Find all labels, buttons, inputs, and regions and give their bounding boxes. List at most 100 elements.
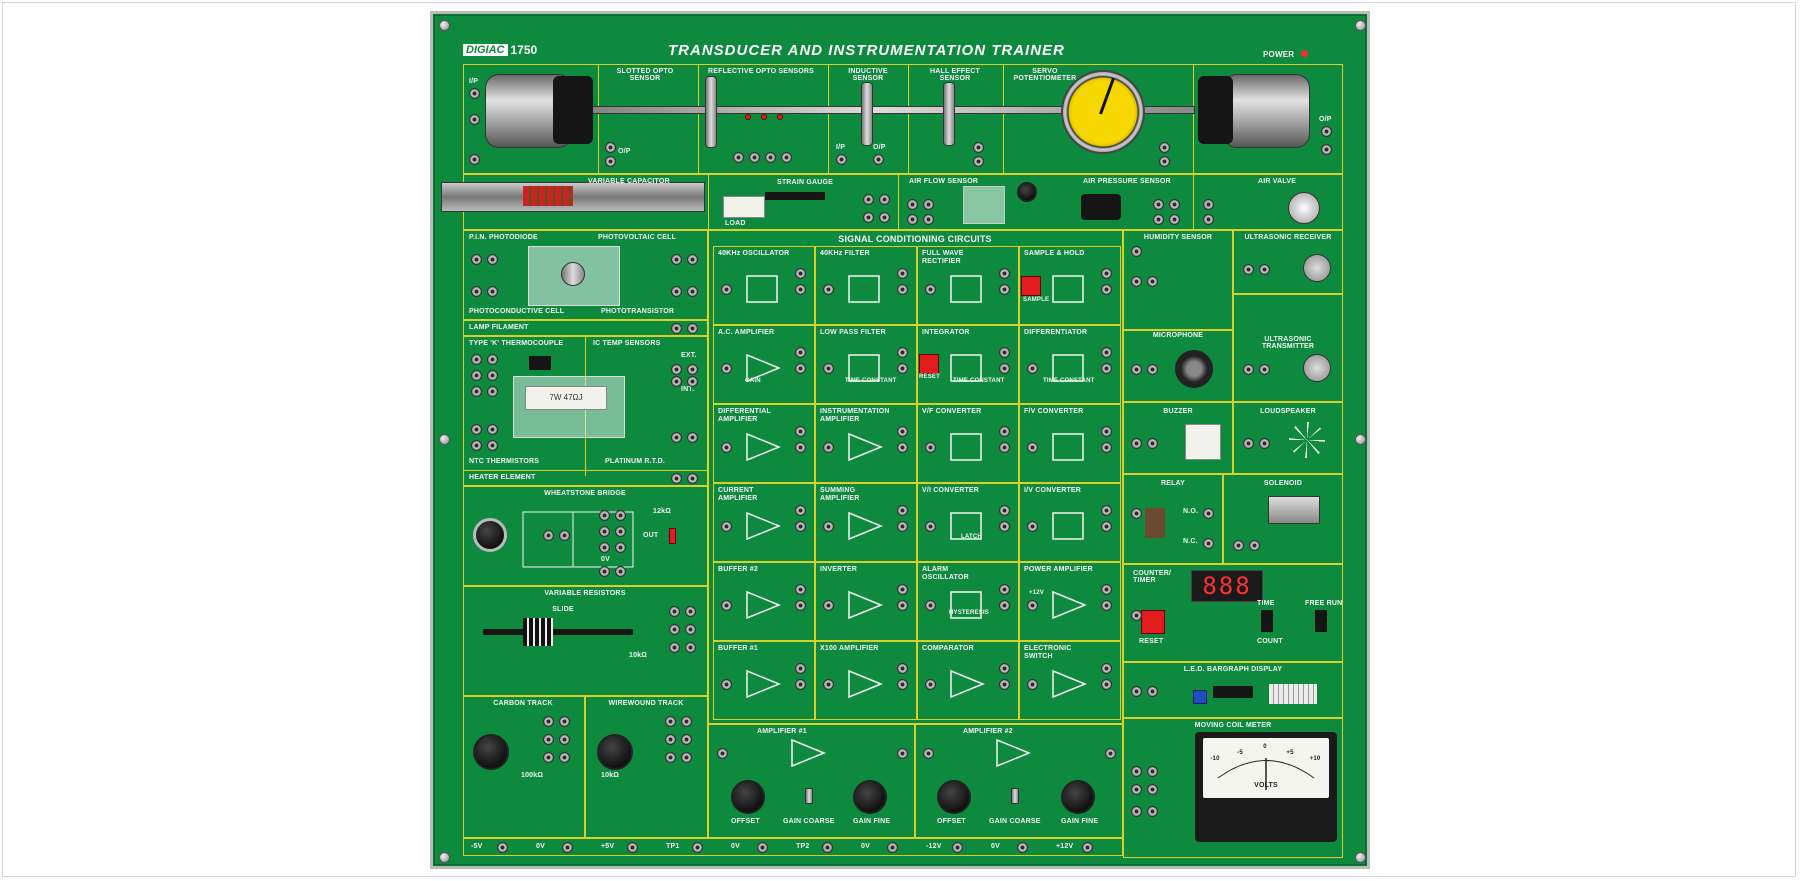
sc-module-op-socket[interactable]	[1101, 584, 1112, 595]
sc-module-ip-socket[interactable]	[1027, 521, 1038, 532]
sc-module-op-socket[interactable]	[1101, 521, 1112, 532]
tc-socket-3[interactable]	[471, 370, 482, 381]
ww-socket-2[interactable]	[681, 716, 692, 727]
photovoltaic-socket-1[interactable]	[671, 254, 682, 265]
servo-socket-2[interactable]	[1159, 156, 1170, 167]
sc-module-ip-socket[interactable]	[721, 363, 732, 374]
sc-module-ip-socket[interactable]	[1027, 679, 1038, 690]
wheatstone-pot[interactable]	[473, 518, 507, 552]
bargraph-socket-1[interactable]	[1131, 686, 1142, 697]
pressure-socket-4[interactable]	[1169, 214, 1180, 225]
relay-socket-3[interactable]	[1203, 538, 1214, 549]
sc-module-ip-socket[interactable]	[925, 521, 936, 532]
wb-socket-5[interactable]	[599, 526, 610, 537]
sc-module-op-socket[interactable]	[897, 521, 908, 532]
sc-module-op-socket[interactable]	[897, 663, 908, 674]
sc-module-op-socket[interactable]	[897, 679, 908, 690]
amp2-gain-coarse-switch[interactable]	[1011, 788, 1019, 804]
phototransistor-socket-1[interactable]	[671, 286, 682, 297]
rtd-socket-2[interactable]	[687, 432, 698, 443]
ic-ext-socket-2[interactable]	[687, 364, 698, 375]
speaker-socket-2[interactable]	[1259, 438, 1270, 449]
slide-socket-1[interactable]	[669, 606, 680, 617]
sc-module-op-socket[interactable]	[999, 442, 1010, 453]
wb-socket-8[interactable]	[615, 542, 626, 553]
wb-socket-7[interactable]	[599, 542, 610, 553]
sc-module-op-socket[interactable]	[999, 584, 1010, 595]
ww-socket-1[interactable]	[665, 716, 676, 727]
sc-module-op-socket[interactable]	[999, 505, 1010, 516]
slide-pot-slider[interactable]	[523, 618, 553, 646]
power-rail-socket[interactable]	[1082, 842, 1093, 853]
power-rail-socket[interactable]	[627, 842, 638, 853]
sc-module-op-socket[interactable]	[795, 363, 806, 374]
sc-module-op-socket[interactable]	[999, 284, 1010, 295]
sc-module-ip-socket[interactable]	[721, 442, 732, 453]
sc-module-ip-socket[interactable]	[925, 442, 936, 453]
meter-socket-1[interactable]	[1131, 766, 1142, 777]
sc-module-ip-socket[interactable]	[823, 679, 834, 690]
sc-module-ip-socket[interactable]	[721, 679, 732, 690]
sc-module-op-socket[interactable]	[795, 663, 806, 674]
slotted-socket-1[interactable]	[605, 142, 616, 153]
pressure-socket-2[interactable]	[1169, 199, 1180, 210]
servo-socket-1[interactable]	[1159, 142, 1170, 153]
photovoltaic-socket-2[interactable]	[687, 254, 698, 265]
urx-socket-1[interactable]	[1243, 264, 1254, 275]
motor-op-socket-2[interactable]	[1321, 144, 1332, 155]
buzzer-socket-1[interactable]	[1131, 438, 1142, 449]
reflective-socket-4[interactable]	[781, 152, 792, 163]
air-flow-knob[interactable]	[1017, 182, 1037, 202]
meter-socket-6[interactable]	[1147, 806, 1158, 817]
sc-module-op-socket[interactable]	[795, 584, 806, 595]
amp1-op-socket[interactable]	[897, 748, 908, 759]
relay-socket-2[interactable]	[1203, 508, 1214, 519]
sc-module-op-socket[interactable]	[1101, 679, 1112, 690]
airflow-socket-4[interactable]	[923, 214, 934, 225]
carbon-socket-4[interactable]	[559, 734, 570, 745]
sc-module-ip-socket[interactable]	[823, 521, 834, 532]
carbon-socket-3[interactable]	[543, 734, 554, 745]
relay-socket-1[interactable]	[1131, 508, 1142, 519]
strain-socket-3[interactable]	[863, 212, 874, 223]
sc-module-ip-socket[interactable]	[823, 363, 834, 374]
wb-socket-1[interactable]	[543, 530, 554, 541]
wb-ov-socket-1[interactable]	[599, 566, 610, 577]
sc-module-op-socket[interactable]	[795, 505, 806, 516]
air-valve-knob[interactable]	[1288, 192, 1320, 224]
sc-module-op-socket[interactable]	[1101, 363, 1112, 374]
meter-socket-2[interactable]	[1147, 766, 1158, 777]
sc-module-op-socket[interactable]	[1101, 426, 1112, 437]
sc-module-ip-socket[interactable]	[1027, 442, 1038, 453]
wb-socket-4[interactable]	[615, 510, 626, 521]
sc-module-op-socket[interactable]	[999, 268, 1010, 279]
solenoid-socket-2[interactable]	[1249, 540, 1260, 551]
wb-socket-2[interactable]	[559, 530, 570, 541]
sc-module-op-socket[interactable]	[795, 442, 806, 453]
carbon-socket-5[interactable]	[543, 752, 554, 763]
sc-module-op-socket[interactable]	[999, 347, 1010, 358]
wb-socket-3[interactable]	[599, 510, 610, 521]
sc-module-ip-socket[interactable]	[1027, 363, 1038, 374]
meter-socket-5[interactable]	[1131, 806, 1142, 817]
power-rail-socket[interactable]	[952, 842, 963, 853]
photodiode-socket-2[interactable]	[487, 254, 498, 265]
humidity-socket-3[interactable]	[1147, 276, 1158, 287]
sc-module-ip-socket[interactable]	[823, 284, 834, 295]
airflow-socket-2[interactable]	[923, 199, 934, 210]
power-rail-socket[interactable]	[497, 842, 508, 853]
hall-socket-2[interactable]	[973, 156, 984, 167]
amp2-offset-knob[interactable]	[937, 780, 971, 814]
free-run-switch[interactable]	[1315, 610, 1327, 632]
sc-module-op-socket[interactable]	[795, 679, 806, 690]
carbon-socket-2[interactable]	[559, 716, 570, 727]
ww-socket-6[interactable]	[681, 752, 692, 763]
count-switch[interactable]	[1261, 610, 1273, 632]
sc-module-op-socket[interactable]	[795, 426, 806, 437]
sc-module-op-socket[interactable]	[999, 521, 1010, 532]
amp2-op-socket[interactable]	[1105, 748, 1116, 759]
sc-module-op-socket[interactable]	[999, 679, 1010, 690]
humidity-socket-1[interactable]	[1131, 246, 1142, 257]
slide-socket-5[interactable]	[669, 642, 680, 653]
utx-socket-2[interactable]	[1259, 364, 1270, 375]
